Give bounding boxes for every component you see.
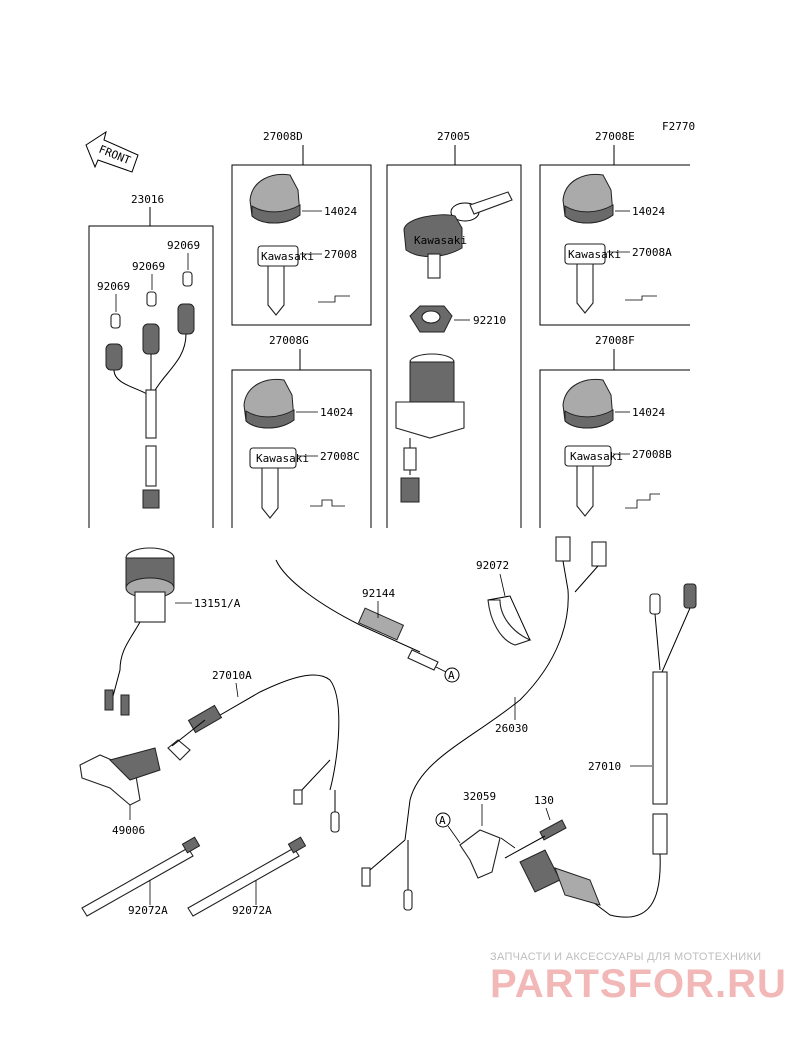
key-text-e: Kawasaki	[568, 248, 621, 261]
box-27008F: 27008F 14024 Kawasaki 27008B	[539, 334, 690, 528]
callout-26030: 26030	[495, 722, 528, 735]
callout-27010A: 27010A	[212, 669, 252, 682]
callout-92144: 92144	[362, 587, 395, 600]
front-arrow-icon: FRONT	[85, 130, 139, 173]
box-27008D: 27008D 14024 Kawasaki 27008	[231, 130, 372, 326]
part-92072A-b: 92072A	[187, 836, 307, 917]
callout-49006: 49006	[112, 824, 145, 837]
box-23016: 23016 92069 92069 92069	[88, 193, 214, 528]
callout-14024-g: 14024	[320, 406, 353, 419]
part-26030: 26030	[361, 536, 607, 911]
callout-92072A-b: 92072A	[232, 904, 272, 917]
callout-32059: 32059	[463, 790, 496, 803]
box-27008E: 27008E 14024 Kawasaki 27008A	[539, 130, 690, 326]
callout-92069-b: 92069	[132, 260, 165, 273]
callout-14024-f: 14024	[632, 406, 665, 419]
part-27010: 27010	[554, 583, 697, 918]
callout-27008E: 27008E	[595, 130, 635, 143]
part-92072: 92072	[476, 559, 532, 646]
callout-14024-e: 14024	[632, 205, 665, 218]
key-text-f: Kawasaki	[570, 450, 623, 463]
key-text-switch: Kawasaki	[414, 234, 467, 247]
callout-92069-c: 92069	[97, 280, 130, 293]
part-92144: 92144 A	[275, 559, 460, 683]
callout-27008D: 27008D	[263, 130, 303, 143]
part-92072A-a: 92072A	[81, 836, 201, 917]
box-27008G: 27008G 14024 Kawasaki 27008C	[231, 334, 372, 528]
ref-A-2: A	[439, 814, 446, 827]
callout-92069-a: 92069	[167, 239, 200, 252]
callout-23016: 23016	[131, 193, 164, 206]
box-27005: 27005 Kawasaki 92210	[386, 130, 522, 528]
part-27010A: 27010A	[167, 669, 340, 833]
part-13151A: 13151/A	[104, 547, 241, 716]
callout-27008F: 27008F	[595, 334, 635, 347]
part-49006: 49006	[79, 747, 161, 837]
key-text-d: Kawasaki	[261, 250, 314, 263]
callout-92072: 92072	[476, 559, 509, 572]
watermark-caption: ЗАПЧАСТИ И АКСЕССУАРЫ ДЛЯ МОТОТЕХНИКИ	[490, 951, 762, 963]
callout-27005: 27005	[437, 130, 470, 143]
callout-27008: 27008	[324, 248, 357, 261]
callout-27010: 27010	[588, 760, 621, 773]
callout-130: 130	[534, 794, 554, 807]
callout-13151A: 13151/A	[194, 597, 241, 610]
front-label: FRONT	[97, 143, 133, 168]
ref-A-1: A	[448, 669, 455, 682]
callout-14024-d: 14024	[324, 205, 357, 218]
callout-27008A: 27008A	[632, 246, 672, 259]
callout-92210: 92210	[473, 314, 506, 327]
callout-92072A-a: 92072A	[128, 904, 168, 917]
callout-27008B: 27008B	[632, 448, 672, 461]
callout-27008G: 27008G	[269, 334, 309, 347]
callout-27008C: 27008C	[320, 450, 360, 463]
part-32059: 32059 A 130	[435, 790, 601, 906]
watermark-logo: PARTSFOR.RU	[490, 962, 787, 1006]
figure-code: F2770	[662, 120, 695, 133]
key-text-g: Kawasaki	[256, 452, 309, 465]
